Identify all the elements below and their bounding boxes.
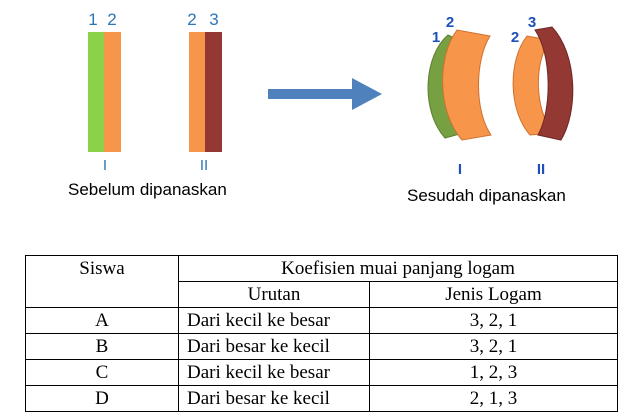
label-metal-1-before: 1 xyxy=(88,10,97,29)
label-metal-2-before: 2 xyxy=(107,10,116,29)
bimetal-figure: 1 2 I 2 3 II Sebelum dipanaskan 1 2 I 2 … xyxy=(68,10,574,205)
metal-strip-1-straight xyxy=(88,32,104,152)
roman-label-ii-after: II xyxy=(537,161,545,178)
cell-jenis: 3, 2, 1 xyxy=(369,307,618,334)
table-row: A Dari kecil ke besar 3, 2, 1 xyxy=(25,307,618,334)
cell-jenis: 3, 2, 1 xyxy=(369,333,618,360)
label-metal-2-after-b: 2 xyxy=(511,29,519,46)
table-header-row-1: Siswa Koefisien muai panjang logam xyxy=(25,255,618,308)
metal-strip-2-straight-b xyxy=(189,32,205,152)
metal-strip-3-straight xyxy=(205,32,222,152)
metal-strip-3-bent xyxy=(534,26,574,141)
table-row: C Dari kecil ke besar 1, 2, 3 xyxy=(25,359,618,386)
cell-urutan: Dari kecil ke besar xyxy=(178,307,370,334)
caption-before: Sebelum dipanaskan xyxy=(68,180,227,199)
cell-urutan: Dari kecil ke besar xyxy=(178,359,370,386)
expansion-coefficient-table: Siswa Koefisien muai panjang logam Uruta… xyxy=(25,255,618,412)
metal-strip-2-straight xyxy=(104,32,121,152)
label-metal-2-after: 2 xyxy=(446,14,454,31)
cell-siswa: D xyxy=(25,385,179,412)
roman-label-i-before: I xyxy=(103,157,107,174)
table-row: B Dari besar ke kecil 3, 2, 1 xyxy=(25,333,618,360)
bimetal-before-ii: 2 3 II xyxy=(187,10,222,174)
caption-after: Sesudah dipanaskan xyxy=(407,186,566,205)
label-metal-3-before: 3 xyxy=(209,10,218,29)
cell-urutan: Dari besar ke kecil xyxy=(178,385,370,412)
cell-siswa: C xyxy=(25,359,179,386)
table-row: D Dari besar ke kecil 2, 1, 3 xyxy=(25,385,618,412)
bimetal-after-i: 1 2 I xyxy=(427,14,492,178)
cell-siswa: B xyxy=(25,333,179,360)
metal-strip-2-bent xyxy=(442,29,492,141)
cell-siswa: A xyxy=(25,307,179,334)
header-koefisien: Koefisien muai panjang logam xyxy=(178,255,618,282)
table-header-row-2: Urutan Jenis Logam xyxy=(26,281,618,308)
cell-urutan: Dari besar ke kecil xyxy=(178,333,370,360)
label-metal-3-after: 3 xyxy=(528,14,536,31)
header-siswa: Siswa xyxy=(25,255,179,308)
roman-label-i-after: I xyxy=(458,161,462,178)
cell-jenis: 1, 2, 3 xyxy=(369,359,618,386)
label-metal-1-after: 1 xyxy=(432,29,440,46)
bimetal-before-i: 1 2 I xyxy=(88,10,121,174)
bimetal-after-ii: 2 3 II xyxy=(511,14,574,178)
roman-label-ii-before: II xyxy=(200,157,208,174)
header-jenis-logam: Jenis Logam xyxy=(369,281,618,308)
label-metal-2-before-b: 2 xyxy=(187,10,196,29)
header-urutan: Urutan xyxy=(178,281,370,308)
arrow-right-icon xyxy=(268,78,382,110)
cell-jenis: 2, 1, 3 xyxy=(369,385,618,412)
